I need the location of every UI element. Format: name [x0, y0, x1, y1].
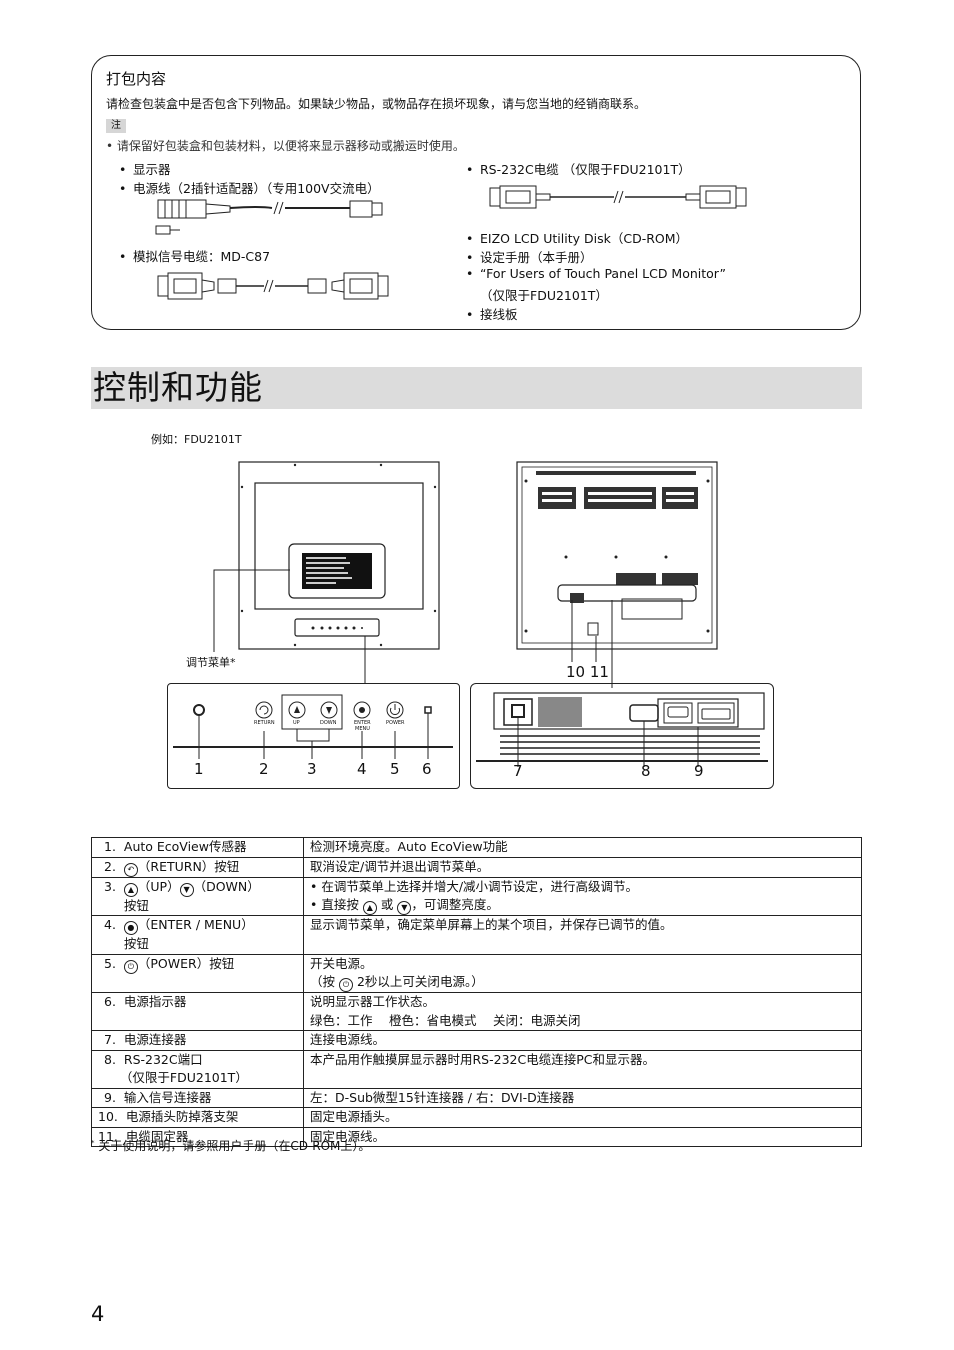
list-item: •设定手册（本手册） — [466, 250, 593, 265]
footnote: * 关于使用说明，请参照用户手册（在CD-ROM上）。 — [91, 1139, 371, 1153]
table-row: 7. 电源连接器 连接电源线。 — [91, 1030, 862, 1051]
list-item: •显示器 — [119, 162, 171, 177]
section-heading-bar — [91, 367, 862, 409]
adjust-menu-label: 调节菜单* — [186, 656, 236, 669]
power-icon: ⏻ — [123, 959, 138, 974]
enter-icon: ● — [123, 921, 138, 935]
power-label: POWER — [386, 720, 405, 726]
rear-panel-drawing — [476, 692, 768, 767]
monitor-front-illustration — [238, 461, 440, 650]
list-item: •模拟信号电缆：MD-C87 — [119, 249, 271, 264]
list-item: •接线板 — [466, 307, 518, 322]
down-icon: ▼ — [397, 901, 412, 915]
list-item: •“For Users of Touch Panel LCD Monitor” — [466, 266, 726, 281]
signal-cable-illustration — [157, 272, 389, 300]
section-title: 控制和功能 — [93, 368, 263, 407]
table-row: 8. RS-232C端口 （仅限于FDU2101T） 本产品用作触摸屏显示器时用… — [91, 1049, 862, 1089]
callout-3: 3 — [307, 760, 317, 778]
return-label: RETURN — [254, 720, 275, 726]
monitor-rear-illustration — [516, 461, 718, 650]
front-panel-drawing — [173, 694, 453, 759]
callout-7: 7 — [513, 762, 523, 780]
page-number: 4 — [91, 1302, 105, 1326]
callout-4: 4 — [357, 760, 367, 778]
callout-5: 5 — [390, 760, 400, 778]
note-text: • 请保留好包装盒和包装材料，以便将来显示器移动或搬运时使用。 — [106, 139, 465, 153]
note-tag: 注 — [106, 119, 126, 133]
adjust-menu-leader-line — [213, 569, 290, 652]
rear-panel-detail — [470, 683, 774, 789]
package-intro: 请检查包装盒中是否包含下列物品。如果缺少物品，或物品存在损坏现象，请与您当地的经… — [106, 97, 647, 111]
table-row: 3. ▲（UP）▼（DOWN） 按钮 • 在调节菜单上选择并增大/减小调节设定，… — [91, 876, 862, 916]
package-title: 打包内容 — [106, 70, 167, 88]
table-row: 1. Auto EcoView传感器 检测环境亮度。Auto EcoView功能 — [91, 837, 862, 858]
power-icon: ⏻ — [339, 978, 353, 992]
controls-table: 1. Auto EcoView传感器 检测环境亮度。Auto EcoView功能… — [91, 837, 862, 1147]
up-icon: ▲ — [362, 901, 377, 915]
up-icon: ▲ — [123, 882, 138, 897]
package-contents-box — [91, 55, 861, 330]
down-icon: ▼ — [179, 882, 194, 897]
up-label: UP — [293, 720, 300, 726]
list-item: •EIZO LCD Utility Disk（CD-ROM） — [466, 231, 689, 246]
callout-6: 6 — [422, 760, 432, 778]
table-row: 5. ⏻（POWER）按钮 开关电源。（按 ⏻ 2秒以上可关闭电源。） — [91, 953, 862, 993]
return-icon: ↶ — [123, 862, 138, 877]
power-cord-illustration — [155, 199, 383, 235]
rear-leader-lines — [571, 600, 613, 688]
list-item: •电源线（2插针适配器）（专用100V交流电） — [119, 181, 380, 196]
down-label: DOWN — [320, 720, 337, 726]
control-leader-line — [364, 636, 366, 684]
callout-2: 2 — [259, 760, 269, 778]
table-row: 6. 电源指示器 说明显示器工作状态。绿色：工作 橙色：省电模式 关闭：电源关闭 — [91, 992, 862, 1031]
enter-label: ENTER — [354, 720, 371, 726]
rs232c-cable-illustration — [489, 185, 747, 209]
callout-8: 8 — [641, 762, 651, 780]
table-row: 9. 输入信号连接器 左：D-Sub微型15针连接器 / 右：DVI-D连接器 — [91, 1087, 862, 1108]
list-item: •RS-232C电缆 （仅限于FDU2101T） — [466, 162, 691, 177]
front-panel-detail — [167, 683, 460, 789]
table-row: 4. ●（ENTER / MENU） 按钮 显示调节菜单，确定菜单屏幕上的某个项… — [91, 915, 862, 955]
table-row: 2. ↶（RETURN）按钮 取消设定/调节并退出调节菜单。 — [91, 856, 862, 878]
callout-1: 1 — [194, 760, 204, 778]
list-item: （仅限于FDU2101T） — [480, 288, 608, 303]
table-row: 11. 电缆固定器 固定电源线。 — [91, 1126, 862, 1147]
table-row: 10. 电源插头防掉落支架 固定电源插头。 — [91, 1107, 862, 1128]
example-label: 例如：FDU2101T — [151, 433, 242, 446]
callout-9: 9 — [694, 762, 704, 780]
menu-label: MENU — [355, 726, 370, 732]
callout-10-11: 10 11 — [566, 663, 609, 681]
